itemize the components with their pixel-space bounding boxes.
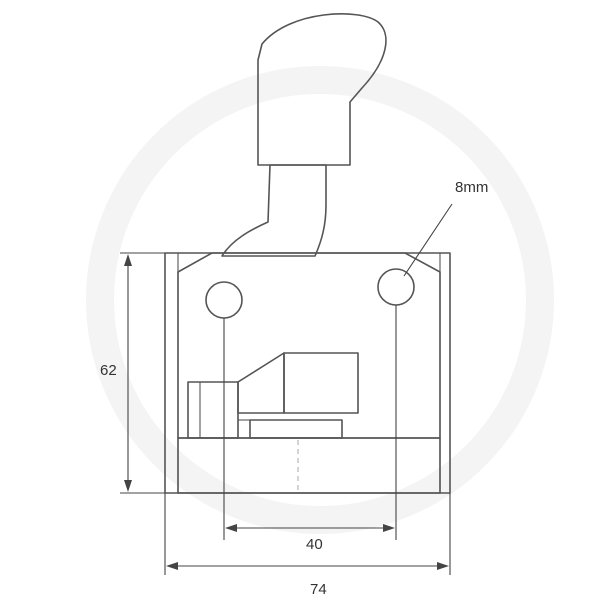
hole-spacing-dimension: 40: [223, 305, 397, 553]
mounting-hole-right: [377, 268, 415, 306]
mounting-holes: [205, 268, 415, 319]
mounting-hole-left: [205, 281, 243, 319]
hole-diameter-callout: 8mm: [403, 179, 488, 277]
switch-body-frame: [164, 252, 451, 494]
width-label: 74: [310, 581, 327, 598]
height-label: 62: [100, 362, 117, 379]
toggle-lever: [221, 13, 387, 257]
watermark-logo: [86, 66, 554, 534]
hole-diameter-label: 8mm: [455, 179, 488, 196]
internal-mechanism: [187, 352, 359, 439]
width-dimension: 74: [164, 493, 451, 598]
height-dimension: 62: [100, 252, 165, 494]
hole-spacing-label: 40: [306, 536, 323, 553]
switch-body: [177, 252, 441, 494]
